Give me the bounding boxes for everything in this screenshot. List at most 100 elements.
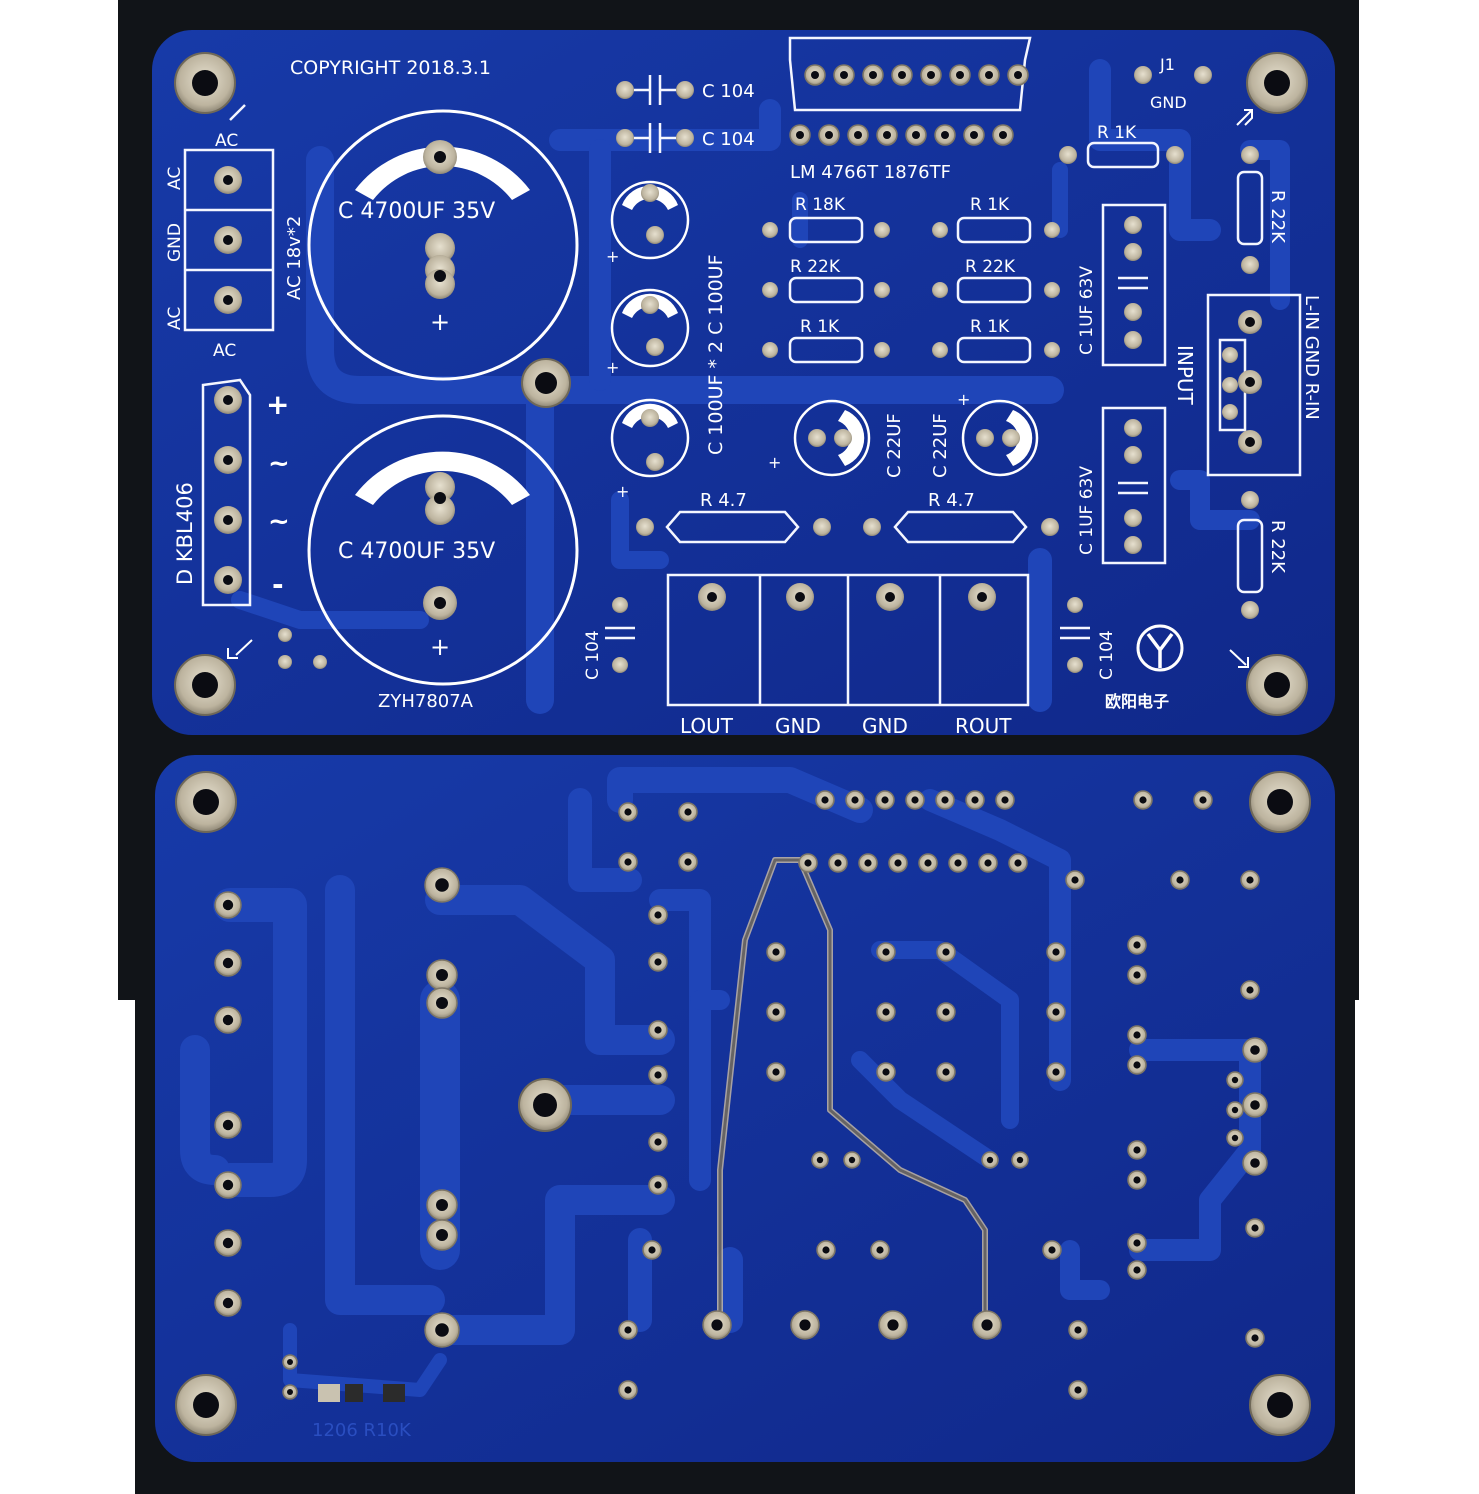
pad-hole xyxy=(1250,1100,1260,1110)
pad-hole xyxy=(1250,1158,1260,1168)
pad-hole xyxy=(882,1008,890,1016)
j1-connector: J1 GND xyxy=(1134,55,1212,112)
pad-hole xyxy=(684,808,692,816)
pad-hole xyxy=(869,71,877,79)
pad-hole xyxy=(772,1068,780,1076)
pad-hole xyxy=(1231,1076,1239,1084)
pad-hole xyxy=(834,859,842,867)
smd-pads-top xyxy=(278,628,327,669)
pad-hole xyxy=(985,71,993,79)
c1uf-b-label: C 1UF 63V xyxy=(1077,466,1097,555)
svg-text:+: + xyxy=(957,390,970,409)
ac-terminal: AC AC AC GND AC AC 18v*2 xyxy=(165,104,305,361)
pad-hole xyxy=(848,1156,856,1164)
pad-hole xyxy=(435,1323,449,1337)
pad-hole xyxy=(654,1071,662,1079)
r1k-b-label: R 1K xyxy=(800,317,840,337)
pad-hole xyxy=(222,1014,234,1026)
pad-hole xyxy=(804,859,812,867)
ac-bottom-label: AC xyxy=(213,341,236,361)
input-label: INPUT xyxy=(1173,345,1197,406)
input-pins-label: L-IN GND R-IN xyxy=(1301,295,1322,420)
bridge-tilde-2: ~ xyxy=(268,507,290,537)
brand-logo: 欧阳电子 xyxy=(1105,624,1184,711)
c100uf-caps: + + + C 100UF * 2 C 100UF xyxy=(606,180,727,501)
r22k-b-label: R 22K xyxy=(965,257,1016,277)
pad-hole xyxy=(796,131,804,139)
pad-hole xyxy=(981,1319,993,1331)
bottom-board: 1206 R10K xyxy=(155,755,1335,1462)
pad-hole xyxy=(825,131,833,139)
pad-hole xyxy=(876,1246,884,1254)
pad-hole xyxy=(1133,1061,1141,1069)
ac-vertical-label: AC xyxy=(165,167,185,190)
c104-a-label: C 104 xyxy=(702,81,755,102)
r18k-label: R 18K xyxy=(795,195,846,215)
pad-hole xyxy=(821,796,829,804)
pad-hole xyxy=(1133,1176,1141,1184)
pad-hole xyxy=(1133,971,1141,979)
transformer-label: AC 18v*2 xyxy=(284,216,305,300)
pad-hole xyxy=(436,969,448,981)
pad-hole xyxy=(954,859,962,867)
pad-hole xyxy=(970,131,978,139)
pad-hole xyxy=(1016,1156,1024,1164)
c100uf-label: C 100UF * 2 C 100UF xyxy=(705,254,727,455)
pad-hole xyxy=(1133,1266,1141,1274)
brand-label: 欧阳电子 xyxy=(1105,692,1169,711)
pad-hole xyxy=(1250,1045,1260,1055)
corner-arrows xyxy=(227,109,1253,668)
pad-hole xyxy=(772,948,780,956)
pad-hole xyxy=(624,1326,632,1334)
top-traces xyxy=(231,59,1290,714)
pad-hole xyxy=(864,859,872,867)
pad-hole xyxy=(436,1229,448,1241)
gnd-vertical-label: GND xyxy=(165,223,185,262)
output-terminal: LOUT GND GND ROUT xyxy=(666,573,1030,738)
c104-left-label: C 104 xyxy=(583,630,603,680)
pad-hole xyxy=(924,859,932,867)
pad-hole xyxy=(942,948,950,956)
svg-text:+: + xyxy=(768,453,781,472)
svg-text:+: + xyxy=(616,482,629,501)
c1uf-a-label: C 1UF 63V xyxy=(1077,266,1097,355)
out-lout-label: LOUT xyxy=(680,714,734,738)
bottom-pads xyxy=(214,790,1268,1400)
bottom-mounting-holes xyxy=(175,771,1311,1436)
cap-upper-label: C 4700UF 35V xyxy=(338,199,495,224)
pad-hole xyxy=(882,948,890,956)
pad-hole xyxy=(1074,1326,1082,1334)
pad-hole xyxy=(840,71,848,79)
pad-hole xyxy=(222,1237,234,1249)
c104-pair: C 104 C 104 xyxy=(616,75,755,153)
pad-hole xyxy=(1139,796,1147,804)
pad-hole xyxy=(1133,1239,1141,1247)
pad-hole xyxy=(1231,1106,1239,1114)
pad-hole xyxy=(927,71,935,79)
pad-hole xyxy=(911,796,919,804)
pad-hole xyxy=(222,899,234,911)
c104-side: C 104 C 104 xyxy=(583,597,1117,680)
c104-b-label: C 104 xyxy=(702,129,755,150)
pad-hole xyxy=(883,131,891,139)
cap-upper-plus: + xyxy=(430,308,450,336)
bottom-board-substrate xyxy=(155,755,1335,1462)
pad-hole xyxy=(1074,1386,1082,1394)
ac-top-label: AC xyxy=(215,131,238,151)
pad-hole xyxy=(971,796,979,804)
r22k-right-a-label: R 22K xyxy=(1267,190,1288,244)
pad-hole xyxy=(984,859,992,867)
pad-hole xyxy=(711,1319,723,1331)
bridge-rectifier: D KBL406 + ~ ~ - xyxy=(173,378,290,607)
cap-4700uf-lower: C 4700UF 35V + xyxy=(307,414,579,686)
pad-hole xyxy=(1251,1224,1259,1232)
pad-hole xyxy=(624,1386,632,1394)
j1-label: J1 xyxy=(1159,55,1175,74)
model-label: ZYH7807A xyxy=(378,691,474,712)
r1k-a-label: R 1K xyxy=(970,195,1010,215)
ac2-vertical-label: AC xyxy=(165,307,185,330)
pad-hole xyxy=(222,1297,234,1309)
bridge-label: D KBL406 xyxy=(173,482,197,585)
pad-hole xyxy=(898,71,906,79)
